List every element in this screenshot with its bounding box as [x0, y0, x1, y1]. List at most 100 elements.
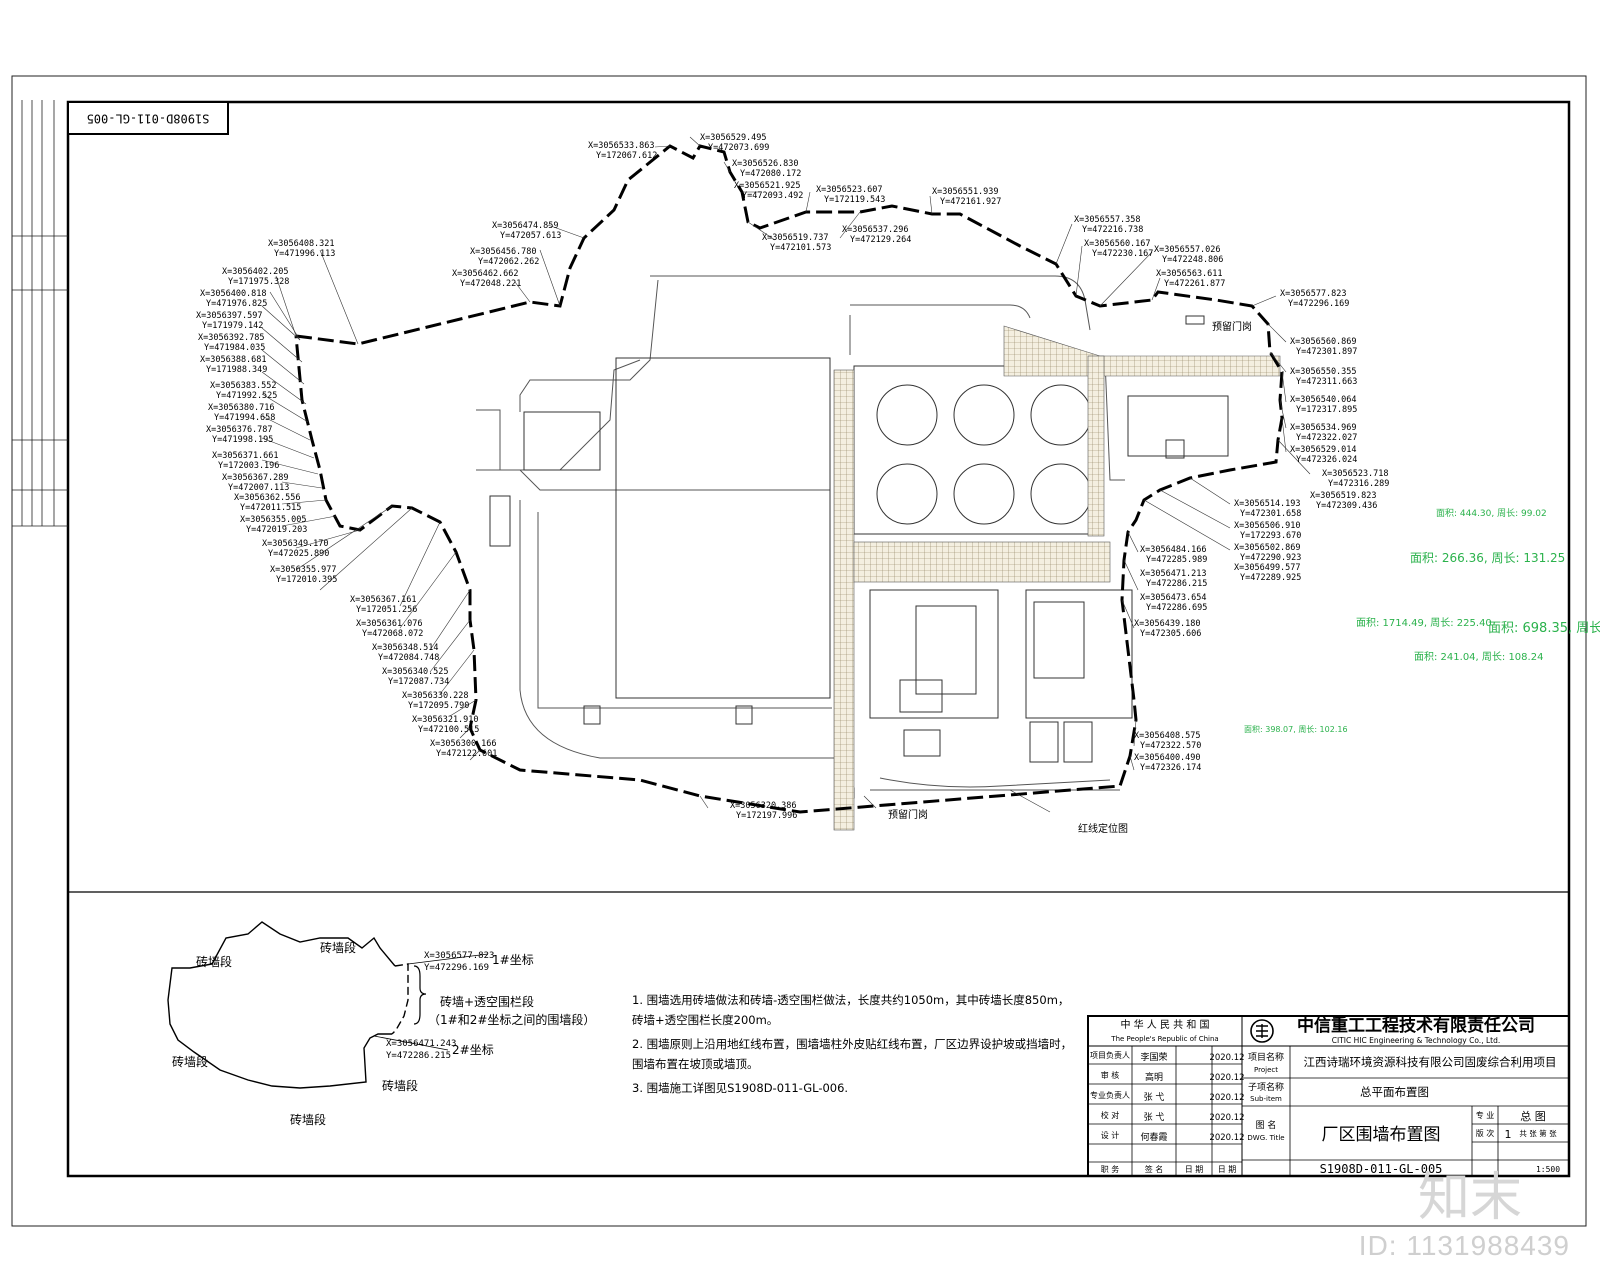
coord-y-label: Y=172067.612	[596, 151, 657, 161]
coord-y-label: Y=472068.072	[362, 629, 423, 639]
coord-x-label: X=3056499.577	[1234, 563, 1301, 573]
coord-y-label: Y=172095.790	[408, 701, 469, 711]
coord-y-label: Y=472025.890	[268, 549, 329, 559]
coord-y-label: Y=472073.699	[708, 143, 769, 153]
key-mixed-sub: （1#和2#坐标之间的围墙段）	[428, 1012, 595, 1027]
note-line: 1. 围墙选用砖墙做法和砖墙-透空围栏做法，长度共约1050m，其中砖墙长度85…	[632, 993, 1069, 1007]
coord-y-label: Y=472286.695	[1146, 603, 1207, 613]
coord-x-label: X=3056367.161	[350, 595, 417, 605]
coord-y-label: Y=472305.606	[1140, 629, 1201, 639]
coord-x-label: X=3056484.166	[1140, 545, 1207, 555]
drawing-no-box	[67, 101, 229, 135]
coord-x-label: X=3056321.910	[412, 715, 479, 725]
subitem-label-en: Sub-item	[1250, 1095, 1282, 1103]
project-name: 江西诗瑞环境资源科技有限公司固废综合利用项目	[1304, 1055, 1557, 1069]
sheet-label: 共 张 第 张	[1519, 1128, 1557, 1138]
gate-south-label: 预留门岗	[888, 808, 928, 821]
coord-y-label: Y=171979.142	[202, 321, 263, 331]
coord-y-label: Y=472285.989	[1146, 555, 1207, 565]
key-plan-brace	[413, 965, 427, 1025]
title-block	[1087, 1015, 1570, 1177]
coord-x-label: X=3056506.910	[1234, 521, 1301, 531]
coord-x-label: X=3056529.495	[700, 133, 767, 143]
sign-col-1: 职 务	[1101, 1164, 1120, 1174]
coord-y-label: Y=472129.264	[850, 235, 911, 245]
coord-y-label: Y=172003.196	[218, 461, 279, 471]
note-line: 2. 围墙原则上沿用地红线布置，围墙墙柱外皮贴红线布置，厂区边界设护坡或挡墙时，	[632, 1037, 1072, 1051]
project-label-en: Project	[1254, 1066, 1278, 1074]
coord-x-label: X=3056534.969	[1290, 423, 1357, 433]
key-coord1-label: 1#坐标	[492, 953, 534, 967]
coord-x-label: X=3056380.716	[208, 403, 275, 413]
coord-y-label: Y=471976.825	[206, 299, 267, 309]
coord-x-label: X=3056533.863	[588, 141, 655, 151]
specialty-label: 专 业	[1476, 1110, 1495, 1120]
coord-y-label: Y=472101.573	[770, 243, 831, 253]
coord-x-label: X=3056473.654	[1140, 593, 1207, 603]
subitem-name: 总平面布置图	[1360, 1085, 1429, 1099]
key-coord2-y: Y=472286.215	[386, 1051, 451, 1061]
coord-x-label: X=3056557.358	[1074, 215, 1141, 225]
coord-x-label: X=3056523.607	[816, 185, 883, 195]
coord-y-label: Y=172119.543	[824, 195, 885, 205]
coord-y-label: Y=472057.613	[500, 231, 561, 241]
general-notes: 1. 围墙选用砖墙做法和砖墙-透空围栏做法，长度共约1050m，其中砖墙长度85…	[632, 993, 1072, 1095]
south-coordinate-labels: X=3056367.161Y=172051.256X=3056361.076Y=…	[350, 595, 797, 821]
area-note: 面积: 1714.49, 周长: 225.40	[1356, 617, 1492, 629]
key-plan-leader-1	[407, 953, 489, 965]
company-en: CITIC HIC Engineering & Technology Co., …	[1332, 1036, 1500, 1045]
subitem-label: 子项名称	[1248, 1081, 1284, 1093]
coord-x-label: X=3056340.525	[382, 667, 449, 677]
note-line: 围墙布置在坡顶或墙顶。	[632, 1057, 759, 1071]
coord-x-label: X=3056560.167	[1084, 239, 1151, 249]
coord-y-label: Y=471998.195	[212, 435, 273, 445]
coord-x-label: X=3056392.785	[198, 333, 265, 343]
coordinate-leaders	[269, 136, 1311, 813]
coord-x-label: X=3056523.718	[1322, 469, 1389, 479]
coord-y-label: Y=472048.221	[460, 279, 521, 289]
coord-y-label: Y=472248.806	[1162, 255, 1223, 265]
coord-y-label: Y=472011.515	[240, 503, 301, 513]
north-coordinate-labels: X=3056533.863Y=172067.612X=3056529.495Y=…	[452, 133, 1349, 309]
drawing-label: 图 名	[1256, 1119, 1277, 1131]
coord-y-label: Y=472161.927	[940, 197, 1001, 207]
country-en: The People's Republic of China	[1110, 1035, 1218, 1043]
coord-x-label: X=3056521.925	[734, 181, 801, 191]
coord-y-label: Y=472322.027	[1296, 433, 1357, 443]
coord-x-label: X=3056577.823	[1280, 289, 1347, 299]
area-note: 面积: 241.04, 周长: 108.24	[1414, 651, 1543, 663]
coord-x-label: X=3056355.977	[270, 565, 337, 575]
coord-y-label: Y=471996.113	[274, 249, 335, 259]
binding-strip	[12, 100, 68, 527]
coord-y-label: Y=472290.923	[1240, 553, 1301, 563]
coord-y-label: Y=172087.734	[388, 677, 449, 687]
role-label: 设 计	[1101, 1130, 1120, 1140]
key-plan-mixed-wall	[391, 963, 409, 1035]
coord-x-label: X=3056526.830	[732, 159, 799, 169]
sign-date: 2020.12	[1209, 1093, 1244, 1103]
watermark-logo: 知末	[1417, 1168, 1522, 1228]
drawing-title: 厂区围墙布置图	[1322, 1125, 1441, 1145]
sign-col-4: 日 期	[1218, 1165, 1237, 1174]
coord-x-label: X=3056355.005	[240, 515, 307, 525]
key-seg-label-3: 砖墙段	[172, 1054, 208, 1069]
coord-x-label: X=3056320.386	[730, 801, 797, 811]
coord-y-label: Y=172197.996	[736, 811, 797, 821]
key-seg-label-2: 砖墙段	[196, 954, 232, 969]
coord-x-label: X=3056519.823	[1310, 491, 1377, 501]
country-cn: 中 华 人 民 共 和 国	[1120, 1018, 1209, 1031]
coord-y-label: Y=472311.663	[1296, 377, 1357, 387]
note-line: 砖墙+透空围栏长度200m。	[632, 1013, 778, 1027]
coord-x-label: X=3056408.575	[1134, 731, 1201, 741]
project-label: 项目名称	[1248, 1051, 1284, 1063]
coord-y-label: Y=472080.172	[740, 169, 801, 179]
coord-x-label: X=3056471.213	[1140, 569, 1207, 579]
coord-x-label: X=3056439.180	[1134, 619, 1201, 629]
coord-x-label: X=3056540.064	[1290, 395, 1357, 405]
coord-y-label: Y=472296.169	[1288, 299, 1349, 309]
drawing-number: S1908D-011-GL-005	[1320, 1162, 1443, 1176]
west-coordinate-labels: X=3056408.321Y=471996.113X=3056402.205Y=…	[196, 239, 337, 585]
coord-y-label: Y=172051.256	[356, 605, 417, 615]
role-label: 专业负责人	[1090, 1090, 1130, 1100]
coord-x-label: X=3056349.170	[262, 539, 329, 549]
